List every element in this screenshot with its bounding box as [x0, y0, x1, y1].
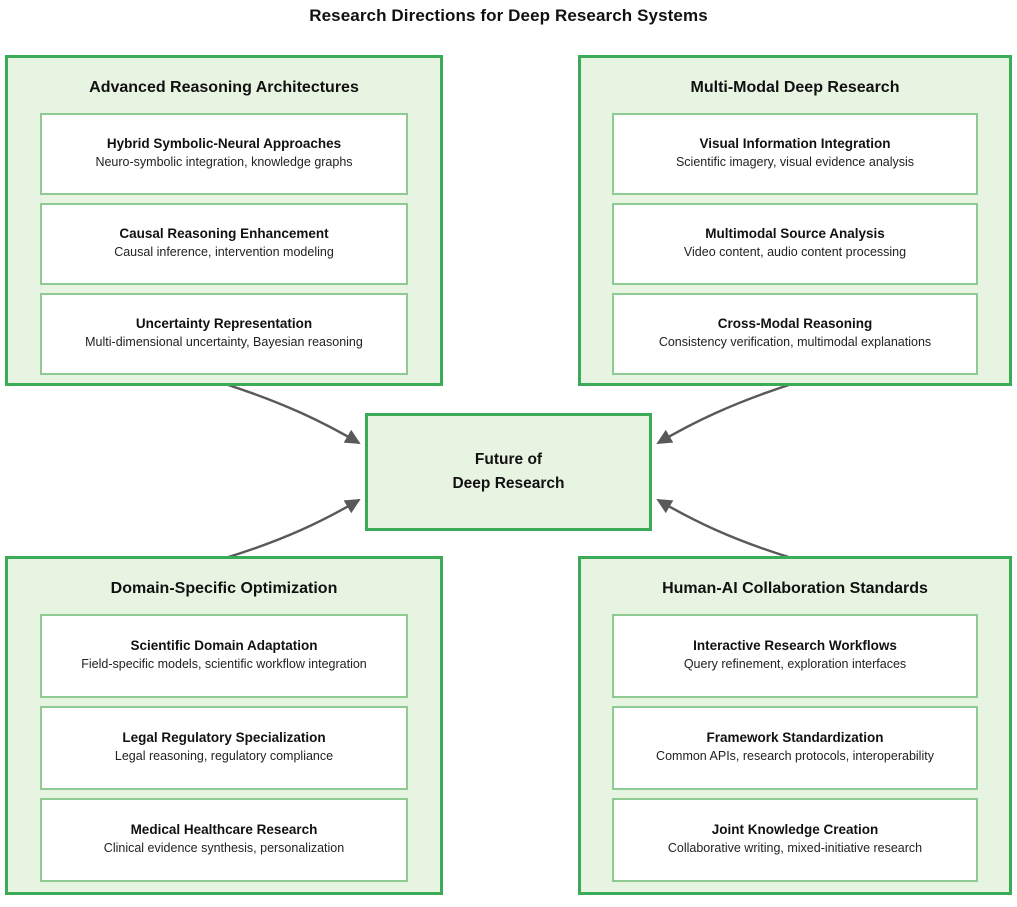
arrow-advanced-reasoning-to-center [221, 381, 361, 445]
card-list: Interactive Research Workflows Query ref… [581, 613, 1009, 882]
panel-heading: Domain-Specific Optimization [110, 580, 338, 597]
card-subtitle: Collaborative writing, mixed-initiative … [667, 841, 923, 856]
card-list: Hybrid Symbolic-Neural Approaches Neuro-… [8, 112, 440, 375]
card-subtitle: Scientific imagery, visual evidence anal… [675, 155, 915, 170]
card-subtitle: Clinical evidence synthesis, personaliza… [103, 841, 345, 856]
panel-heading: Multi-Modal Deep Research [690, 79, 900, 96]
card-visual-information-integration[interactable]: Visual Information Integration Scientifi… [612, 112, 978, 195]
card-multimodal-source-analysis[interactable]: Multimodal Source Analysis Video content… [612, 202, 978, 285]
arrow-multi-modal-to-center [656, 381, 796, 445]
card-title: Cross-Modal Reasoning [717, 316, 873, 332]
card-medical-healthcare-research[interactable]: Medical Healthcare Research Clinical evi… [40, 797, 408, 882]
card-subtitle: Common APIs, research protocols, interop… [656, 749, 934, 764]
arrow-human-ai-to-center [656, 498, 796, 561]
card-title: Visual Information Integration [699, 136, 891, 152]
card-list: Visual Information Integration Scientifi… [581, 112, 1009, 375]
card-scientific-domain-adaptation[interactable]: Scientific Domain Adaptation Field-speci… [40, 613, 408, 698]
card-list: Scientific Domain Adaptation Field-speci… [8, 613, 440, 882]
card-subtitle: Neuro-symbolic integration, knowledge gr… [95, 155, 353, 170]
card-title: Joint Knowledge Creation [711, 822, 879, 838]
card-title: Framework Standardization [706, 730, 884, 746]
card-hybrid-symbolic-neural-approaches[interactable]: Hybrid Symbolic-Neural Approaches Neuro-… [40, 112, 408, 195]
center-node-line-2: Deep Research [452, 475, 565, 492]
card-subtitle: Consistency verification, multimodal exp… [658, 335, 932, 350]
arrow-domain-specific-to-center [221, 498, 361, 561]
card-subtitle: Causal inference, intervention modeling [114, 245, 334, 260]
card-title: Medical Healthcare Research [130, 822, 318, 838]
card-subtitle: Query refinement, exploration interfaces [683, 657, 907, 672]
panel-domain-specific-optimization[interactable]: Domain-Specific Optimization Scientific … [5, 556, 443, 895]
panel-human-ai-collaboration-standards[interactable]: Human-AI Collaboration Standards Interac… [578, 556, 1012, 895]
center-node-line-1: Future of [474, 450, 543, 468]
card-uncertainty-representation[interactable]: Uncertainty Representation Multi-dimensi… [40, 292, 408, 375]
card-title: Causal Reasoning Enhancement [119, 226, 329, 242]
card-subtitle: Field-specific models, scientific workfl… [81, 657, 367, 672]
card-title: Legal Regulatory Specialization [122, 730, 326, 746]
center-node-future-of-deep-research[interactable]: Future of Deep Research [365, 413, 652, 531]
card-framework-standardization[interactable]: Framework Standardization Common APIs, r… [612, 705, 978, 790]
card-title: Scientific Domain Adaptation [130, 638, 318, 654]
panel-multi-modal-deep-research[interactable]: Multi-Modal Deep Research Visual Informa… [578, 55, 1012, 386]
card-subtitle: Video content, audio content processing [683, 245, 907, 260]
card-subtitle: Multi-dimensional uncertainty, Bayesian … [85, 335, 363, 350]
card-causal-reasoning-enhancement[interactable]: Causal Reasoning Enhancement Causal infe… [40, 202, 408, 285]
card-title: Multimodal Source Analysis [705, 226, 885, 242]
panel-heading: Advanced Reasoning Architectures [89, 79, 359, 96]
card-subtitle: Legal reasoning, regulatory compliance [114, 749, 334, 764]
card-title: Hybrid Symbolic-Neural Approaches [106, 136, 342, 152]
card-joint-knowledge-creation[interactable]: Joint Knowledge Creation Collaborative w… [612, 797, 978, 882]
card-legal-regulatory-specialization[interactable]: Legal Regulatory Specialization Legal re… [40, 705, 408, 790]
panel-heading: Human-AI Collaboration Standards [662, 580, 928, 597]
page-title: Research Directions for Deep Research Sy… [309, 6, 708, 25]
card-title: Uncertainty Representation [135, 316, 313, 332]
panel-advanced-reasoning-architectures[interactable]: Advanced Reasoning Architectures Hybrid … [5, 55, 443, 386]
card-title: Interactive Research Workflows [693, 638, 897, 654]
card-cross-modal-reasoning[interactable]: Cross-Modal Reasoning Consistency verifi… [612, 292, 978, 375]
card-interactive-research-workflows[interactable]: Interactive Research Workflows Query ref… [612, 613, 978, 698]
